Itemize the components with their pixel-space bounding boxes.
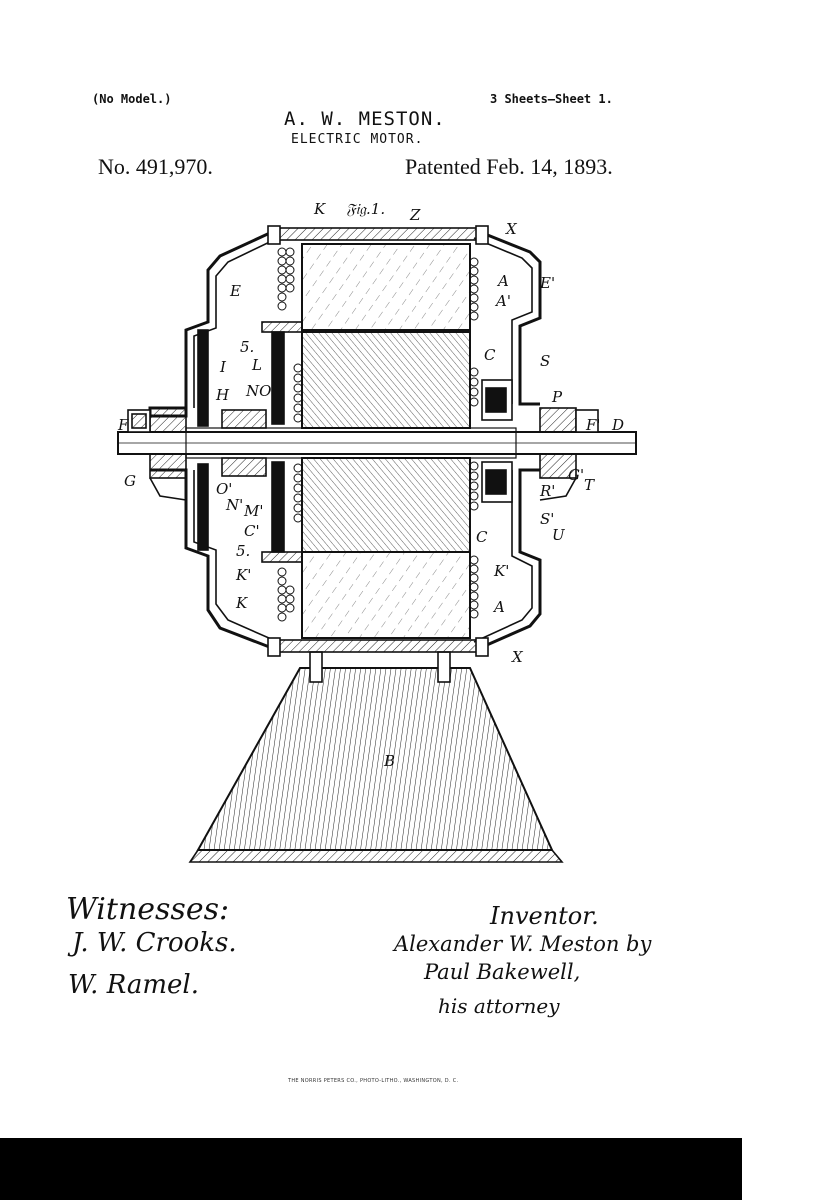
svg-text:H: H [215,386,230,404]
patent-date: Patented Feb. 14, 1893. [405,154,613,179]
figure-labels: 𝔉𝔦𝔤.1. K Z X E E' A A' I L H NO 5. C S P… [117,200,624,770]
svg-text:K': K' [235,566,251,584]
motor-drawing: 𝔉𝔦𝔤.1. K Z X E E' A A' I L H NO 5. C S P… [117,200,637,863]
svg-text:S': S' [540,510,554,528]
svg-text:G': G' [568,466,584,484]
witnesses-heading: Witnesses: [66,892,230,927]
svg-text:K: K [313,200,326,218]
svg-text:D: D [611,416,624,434]
svg-text:A: A [496,272,509,290]
svg-text:I: I [219,358,227,376]
svg-text:M': M' [243,502,263,520]
model-note: (No Model.) [92,92,172,106]
base-bolt-left [309,651,323,683]
inventor-signature: Alexander W. Meston by [394,932,652,956]
svg-text:B: B [383,752,395,770]
svg-text:X: X [505,220,518,238]
svg-text:L: L [251,356,262,374]
inventor-name: A. W. MESTON. [284,108,446,130]
svg-text:NO: NO [245,382,271,400]
attorney-designation: his attorney [438,994,560,1018]
inventor-heading: Inventor. [490,902,599,930]
svg-text:5.: 5. [236,542,250,560]
witness-name-2: W. Ramel. [68,970,200,1000]
printer-credit: THE NORRIS PETERS CO., PHOTO-LITHO., WAS… [288,1078,459,1084]
coil-windings [277,247,479,622]
svg-text:G: G [124,472,136,490]
svg-text:X: X [511,648,524,666]
scan-border-bar [0,1138,742,1200]
svg-text:Z: Z [409,206,421,224]
svg-text:F: F [117,416,129,434]
svg-text:5.: 5. [240,338,254,356]
invention-title: ELECTRIC MOTOR. [291,132,424,147]
svg-text:C: C [476,528,488,546]
svg-text:S: S [540,352,550,370]
svg-text:T: T [584,476,595,494]
svg-text:𝔉𝔦𝔤.1.: 𝔉𝔦𝔤.1. [346,200,385,218]
svg-text:C: C [484,346,496,364]
witness-name-1: J. W. Crooks. [72,928,237,958]
brush-plate-lower [197,463,209,551]
svg-text:R': R' [539,482,555,500]
patent-number: No. 491,970. [98,154,213,179]
svg-text:U: U [552,526,566,544]
svg-text:E': E' [539,274,555,292]
svg-text:N': N' [225,496,243,514]
svg-text:O': O' [216,480,232,498]
svg-text:E: E [229,282,241,300]
attorney-signature: Paul Bakewell, [424,960,581,984]
svg-text:A: A [492,598,505,616]
svg-text:K: K [235,594,248,612]
brush-plate-upper [197,329,209,427]
svg-text:F': F' [585,416,601,434]
svg-text:A': A' [494,292,511,310]
svg-text:C': C' [244,522,260,540]
svg-text:P: P [551,388,563,406]
base-bolt-right [437,651,451,683]
svg-text:K': K' [493,562,509,580]
sheet-count: 3 Sheets—Sheet 1. [490,92,613,106]
